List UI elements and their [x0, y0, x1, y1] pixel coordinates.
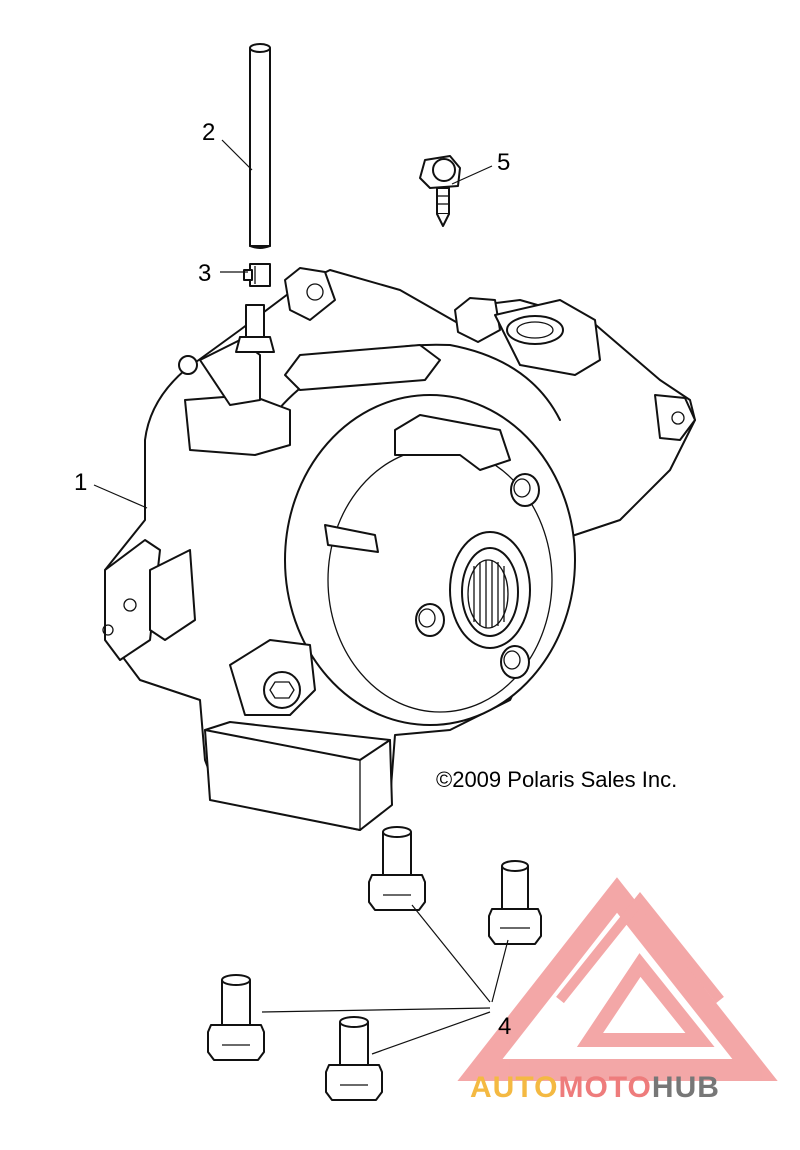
- face-bolt-bosses: [415, 473, 540, 679]
- callout-5: 5: [497, 149, 510, 176]
- watermark-logo: [457, 877, 778, 1081]
- watermark-moto: MOTO: [558, 1071, 651, 1104]
- watermark-text: AUTOMOTOHUB: [470, 1071, 720, 1104]
- vent-tube: [249, 43, 271, 249]
- leader-lines: [93, 139, 509, 1055]
- breather-fitting: [419, 155, 461, 227]
- callout-3: 3: [198, 260, 211, 287]
- callout-2: 2: [202, 119, 215, 146]
- callout-1: 1: [74, 469, 87, 496]
- bolt: [325, 1016, 383, 1101]
- copyright-text: ©2009 Polaris Sales Inc.: [436, 767, 677, 792]
- spline-teeth: [473, 560, 505, 628]
- callout-4: 4: [498, 1013, 511, 1040]
- gearcase-housing: [102, 267, 696, 831]
- watermark-auto: AUTO: [470, 1071, 558, 1104]
- bolt: [207, 974, 265, 1061]
- bolt: [368, 826, 426, 911]
- watermark-hub: HUB: [652, 1071, 720, 1104]
- bolt: [488, 860, 542, 945]
- hose-clamp: [243, 263, 271, 287]
